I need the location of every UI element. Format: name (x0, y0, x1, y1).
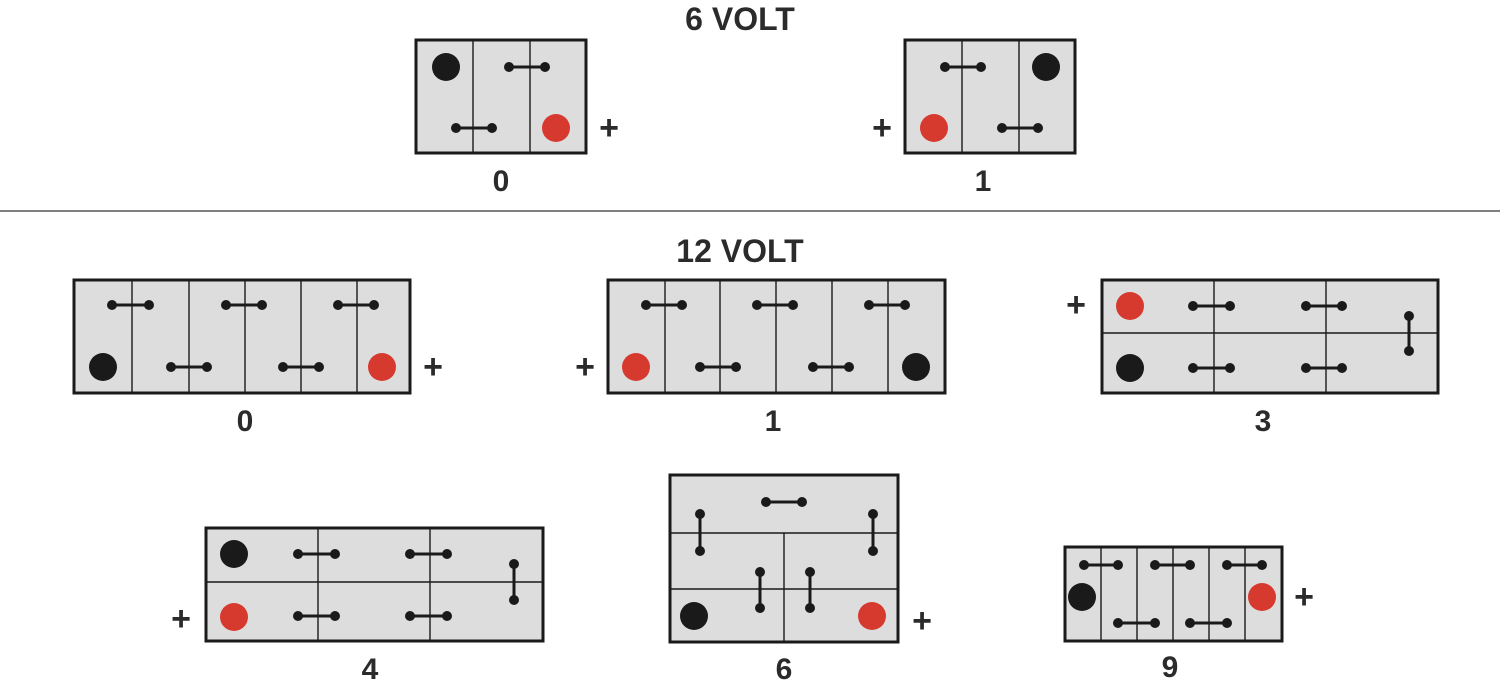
positive-sign: + (872, 109, 892, 147)
cell-connector (1222, 560, 1267, 570)
positive-sign: + (171, 600, 191, 638)
layout-label: 0 (237, 405, 254, 438)
layout-label: 1 (975, 165, 992, 198)
positive-terminal (622, 353, 650, 381)
battery-layout-12v-0: + 0 (72, 278, 443, 438)
positive-terminal (368, 353, 396, 381)
negative-terminal (902, 353, 930, 381)
battery-layout-12v-4: + 4 (171, 526, 545, 686)
cell-connector (221, 300, 267, 310)
cell-connector (293, 611, 340, 621)
negative-terminal (89, 353, 117, 381)
negative-terminal (1116, 354, 1144, 382)
cell-connector (864, 300, 910, 310)
positive-terminal (858, 602, 886, 630)
cell-connector (278, 362, 324, 372)
battery-layout-12v-1: + 1 (575, 278, 947, 438)
positive-terminal (1248, 583, 1276, 611)
cell-connector (504, 62, 550, 72)
positive-sign: + (575, 348, 595, 386)
negative-terminal (1032, 53, 1060, 81)
layout-label: 1 (765, 405, 782, 438)
battery-layout-6v-0: + 0 (414, 38, 619, 198)
negative-terminal (432, 53, 460, 81)
cell-connector (1185, 618, 1232, 628)
layout-label: 3 (1255, 405, 1272, 438)
battery-layout-12v-3: + 3 (1066, 278, 1440, 438)
cell-connector (293, 549, 340, 559)
positive-terminal (1116, 292, 1144, 320)
cell-connector (166, 362, 212, 372)
battery-layout-12v-9: + 9 (1063, 545, 1314, 684)
cell-connector (1079, 560, 1123, 570)
cell-connector-vertical (868, 509, 878, 556)
cell-connector-vertical (695, 509, 705, 556)
battery-layout-6v-1: + 1 (872, 38, 1077, 198)
battery-case (1100, 278, 1440, 395)
negative-terminal (680, 602, 708, 630)
cell-connector-vertical (509, 559, 519, 605)
layout-label: 9 (1162, 651, 1179, 684)
cell-connector (752, 300, 798, 310)
section-title-12-volt: 12 VOLT (676, 233, 804, 269)
cell-connector (997, 123, 1043, 133)
negative-terminal (1068, 583, 1096, 611)
cell-connector (1150, 560, 1195, 570)
cell-connector (1301, 301, 1347, 311)
layout-label: 4 (362, 653, 379, 686)
cell-connector (1113, 618, 1160, 628)
cell-connector (405, 549, 452, 559)
layout-label: 0 (493, 165, 510, 198)
cell-connector (451, 123, 497, 133)
positive-sign: + (1066, 286, 1086, 324)
layout-label: 6 (776, 653, 793, 686)
cell-connector (405, 611, 452, 621)
cell-connector (1301, 363, 1347, 373)
cell-connector (808, 362, 854, 372)
positive-terminal (220, 603, 248, 631)
positive-terminal (542, 114, 570, 142)
cell-connector (107, 300, 154, 310)
positive-sign: + (599, 109, 619, 147)
battery-layout-12v-6: + 6 (668, 473, 932, 686)
cell-connector (940, 62, 986, 72)
cell-connector (1188, 301, 1235, 311)
positive-sign: + (912, 602, 932, 640)
cell-connector (695, 362, 741, 372)
positive-sign: + (1294, 578, 1314, 616)
cell-connector (761, 497, 807, 507)
section-title-6-volt: 6 VOLT (685, 1, 795, 37)
cell-connector (1188, 363, 1235, 373)
battery-case (72, 278, 412, 395)
cell-connector (641, 300, 687, 310)
cell-connector-vertical (805, 567, 815, 613)
positive-sign: + (423, 348, 443, 386)
cell-connector-vertical (1404, 311, 1414, 356)
battery-case (204, 526, 545, 643)
negative-terminal (220, 540, 248, 568)
cell-connector-vertical (755, 567, 765, 613)
cell-connector (333, 300, 379, 310)
positive-terminal (920, 114, 948, 142)
